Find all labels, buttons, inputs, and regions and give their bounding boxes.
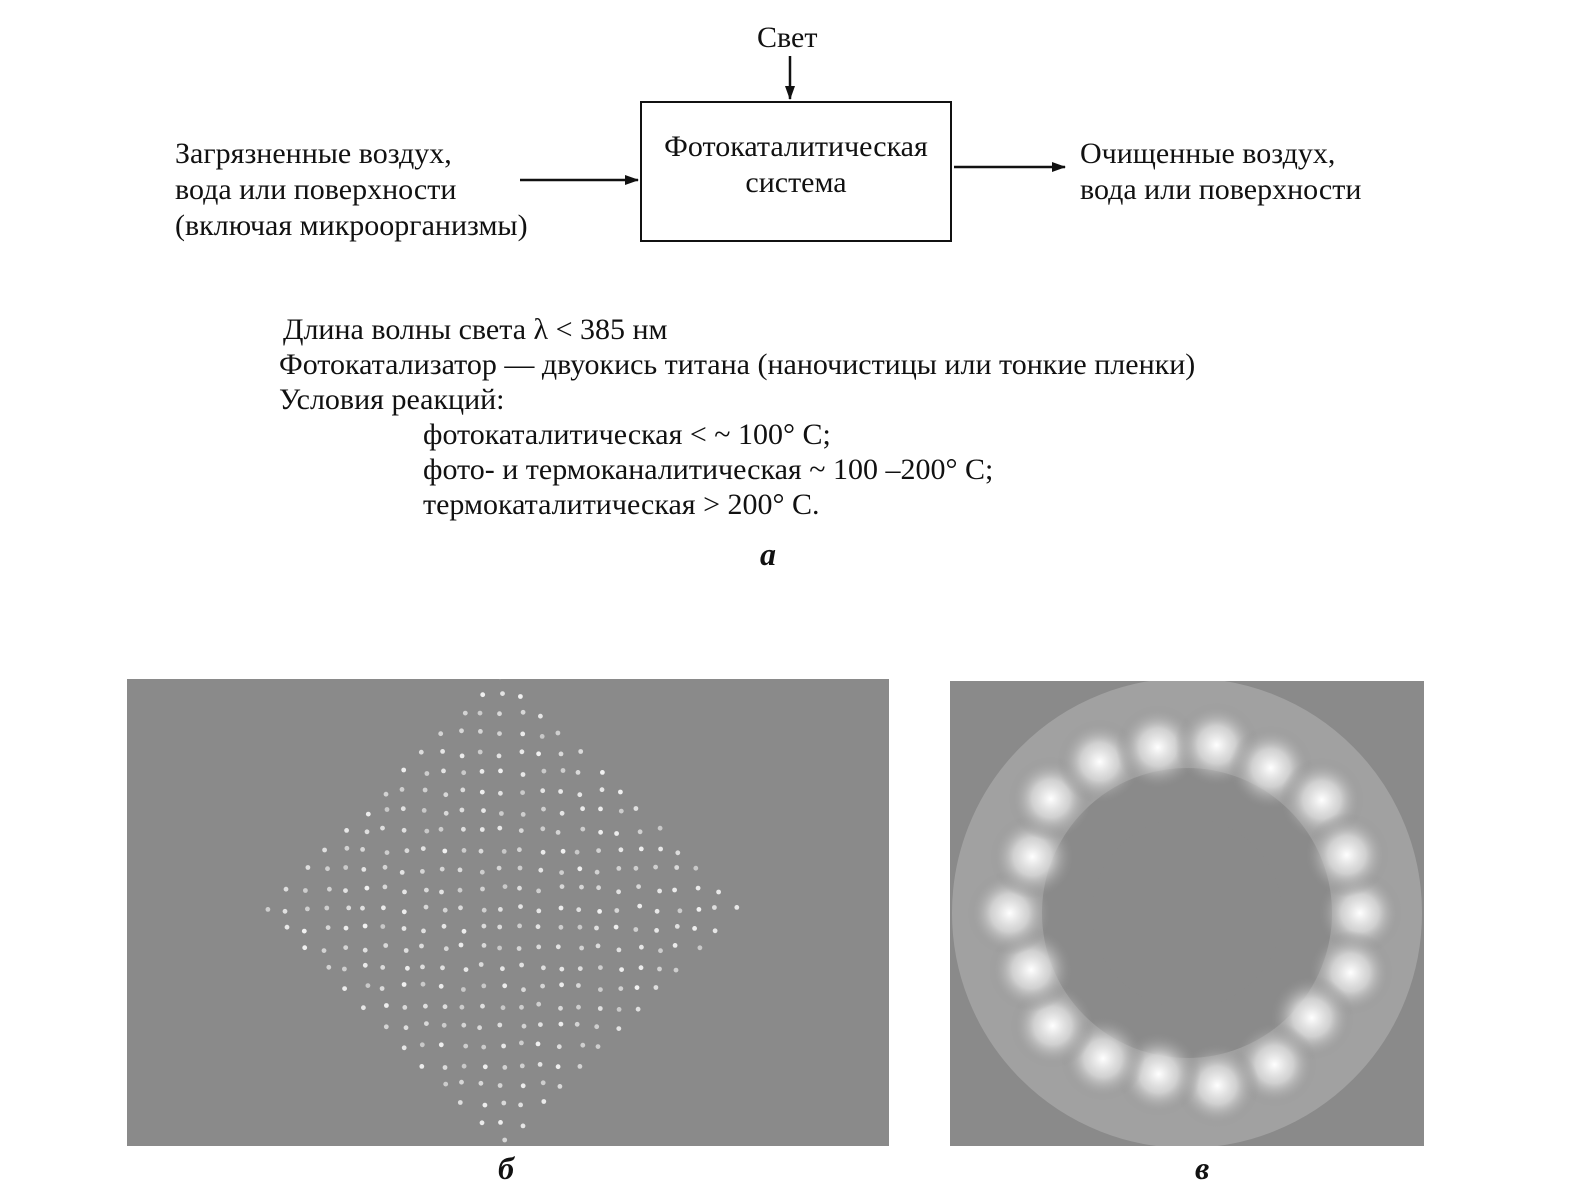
- wavelength-note: Длина волны света λ < 385 нм: [283, 312, 1195, 347]
- reaction-notes: Длина волны света λ < 385 нм Фотокатализ…: [283, 312, 1195, 522]
- lattice-dots: [266, 679, 740, 1142]
- input-line-1: Загрязненные воздух,: [175, 136, 528, 172]
- condition-photo-thermo: фото- и термоканалитическая ~ 100 –200° …: [283, 452, 1195, 487]
- output-line-1: Очищенные воздух,: [1080, 136, 1361, 172]
- ring-center: [1092, 818, 1282, 1008]
- system-line-1: Фотокаталитическая: [642, 129, 950, 165]
- micrograph-particle-ring: [950, 681, 1424, 1146]
- output-line-2: вода или поверхности: [1080, 172, 1361, 208]
- output-label: Очищенные воздух, вода или поверхности: [1080, 136, 1361, 208]
- catalyst-note: Фотокатализатор — двуокись титана (наноч…: [279, 347, 1195, 382]
- photocatalytic-system-box: Фотокаталитическая система: [640, 101, 952, 242]
- input-label: Загрязненные воздух, вода или поверхност…: [175, 136, 528, 244]
- condition-thermo: термокаталитическая > 200° С.: [283, 487, 1195, 522]
- system-line-2: система: [642, 165, 950, 201]
- caption-a: а: [760, 536, 776, 573]
- conditions-title: Условия реакций:: [279, 382, 1195, 417]
- light-label: Свет: [757, 20, 817, 56]
- lattice-image: [127, 679, 889, 1146]
- input-line-3: (включая микроорганизмы): [175, 208, 528, 244]
- input-line-2: вода или поверхности: [175, 172, 528, 208]
- caption-c: в: [1195, 1150, 1209, 1187]
- micrograph-crystal-lattice: [127, 679, 889, 1146]
- ring-image: [950, 681, 1424, 1146]
- caption-b: б: [498, 1150, 514, 1187]
- condition-photo: фотокаталитическая < ~ 100° С;: [283, 417, 1195, 452]
